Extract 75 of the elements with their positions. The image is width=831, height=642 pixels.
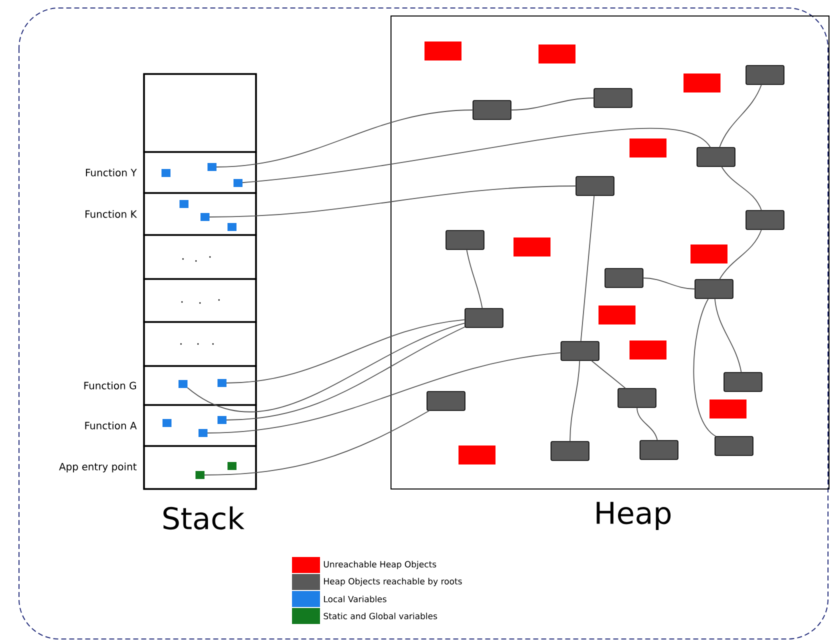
connector-line bbox=[510, 98, 594, 110]
heap-object bbox=[458, 446, 496, 464]
heap-object bbox=[618, 388, 656, 408]
variable-square bbox=[218, 416, 226, 424]
heap-object bbox=[690, 244, 728, 264]
legend-label: Unreachable Heap Objects bbox=[324, 560, 436, 570]
heap-object bbox=[426, 391, 466, 411]
heap-object bbox=[696, 147, 736, 167]
connector-line bbox=[636, 407, 658, 441]
legend-label: Local Variables bbox=[324, 596, 386, 602]
heap-object bbox=[598, 306, 636, 324]
connector-line bbox=[242, 128, 711, 184]
heap-object bbox=[550, 441, 590, 461]
heap-object bbox=[604, 268, 644, 288]
connector-line bbox=[204, 410, 430, 476]
variable-square bbox=[200, 213, 210, 221]
heap-object bbox=[560, 341, 600, 361]
connector-line bbox=[642, 278, 696, 290]
stack-frame bbox=[143, 73, 257, 153]
variable-square bbox=[180, 200, 188, 208]
variable-square bbox=[162, 169, 170, 177]
heap-object bbox=[538, 44, 576, 64]
stack-frame bbox=[143, 234, 257, 280]
variable-square bbox=[198, 429, 208, 437]
connector-line bbox=[466, 249, 483, 309]
frame-label: Function Y bbox=[86, 168, 137, 176]
variable-square bbox=[218, 379, 226, 387]
heap-object bbox=[514, 238, 550, 256]
legend-label: Heap Objects reachable by roots bbox=[324, 578, 462, 586]
frame-label: Function A bbox=[85, 422, 137, 430]
heap-object bbox=[630, 138, 666, 158]
connector-line bbox=[719, 84, 762, 148]
stack-frame bbox=[143, 278, 257, 323]
stack-heading: Stack bbox=[163, 506, 244, 530]
heap-object bbox=[746, 65, 784, 85]
connector-line bbox=[719, 229, 762, 280]
heap-object bbox=[424, 42, 462, 60]
heap-heading: Heap bbox=[596, 502, 671, 530]
heap-object bbox=[594, 88, 632, 108]
heap-object bbox=[694, 279, 734, 299]
connector-line bbox=[216, 110, 474, 168]
stack-frame bbox=[143, 321, 257, 367]
connector-line bbox=[209, 186, 576, 218]
variable-square bbox=[162, 419, 172, 427]
heap-object bbox=[710, 400, 746, 418]
heap-object bbox=[472, 100, 512, 120]
connector-line bbox=[714, 298, 742, 373]
connector-line bbox=[226, 319, 466, 384]
frame-label: Function K bbox=[86, 210, 138, 218]
variable-square bbox=[208, 163, 216, 171]
connector-line bbox=[570, 360, 580, 442]
variable-square bbox=[196, 471, 204, 479]
heap-object bbox=[446, 230, 484, 250]
variable-square bbox=[178, 380, 188, 388]
heap-object bbox=[630, 340, 666, 360]
legend-label: Static and Global variables bbox=[324, 612, 438, 620]
connector-line bbox=[721, 166, 762, 211]
variable-square bbox=[228, 462, 236, 470]
connector-line bbox=[207, 352, 562, 434]
variable-square bbox=[234, 179, 242, 187]
heap-object bbox=[746, 210, 784, 230]
connector-line bbox=[580, 195, 595, 342]
variable-square bbox=[228, 223, 236, 231]
connector-line bbox=[187, 322, 466, 412]
connector-line bbox=[693, 298, 717, 437]
heap-object bbox=[640, 440, 678, 460]
heap-object bbox=[724, 372, 762, 392]
frame-label: Function G bbox=[84, 382, 136, 390]
frame-label: App entry point bbox=[59, 462, 137, 472]
connector-line bbox=[226, 326, 466, 420]
connector-line bbox=[590, 360, 626, 389]
heap-object bbox=[714, 436, 754, 456]
heap-object bbox=[684, 74, 720, 92]
heap-object bbox=[464, 308, 504, 328]
heap-object bbox=[576, 176, 614, 196]
